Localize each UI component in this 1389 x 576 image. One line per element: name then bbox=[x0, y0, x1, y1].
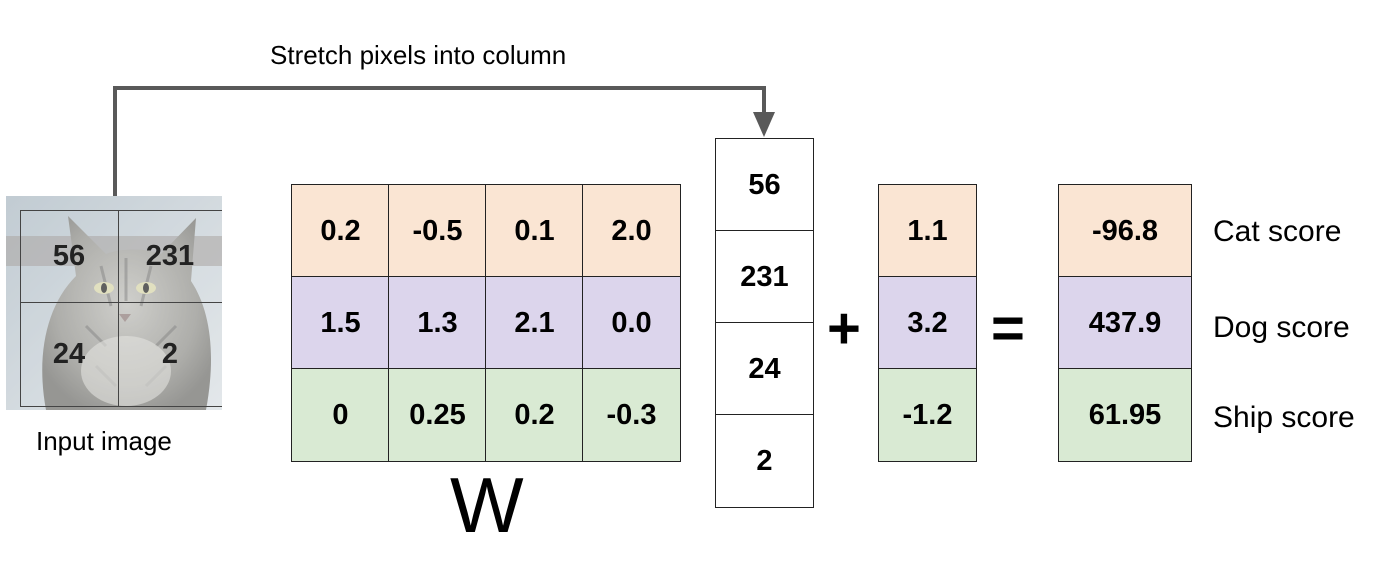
equals-sign: = bbox=[991, 296, 1025, 361]
score-cell: 437.9 bbox=[1058, 276, 1192, 370]
bias-cell: 1.1 bbox=[878, 184, 977, 278]
input-image: 56 231 24 2 bbox=[6, 196, 222, 410]
score-cell: -96.8 bbox=[1058, 184, 1192, 278]
weight-cell: 0 bbox=[291, 368, 390, 462]
pixel-value: 2 bbox=[117, 301, 222, 407]
pixel-grid: 56 231 24 2 bbox=[19, 209, 222, 407]
weight-cell: -0.3 bbox=[582, 368, 681, 462]
stretch-arrow-head bbox=[753, 112, 775, 137]
weight-cell: 0.0 bbox=[582, 276, 681, 370]
weight-cell: -0.5 bbox=[388, 184, 487, 278]
ship-score-label: Ship score bbox=[1213, 401, 1355, 434]
dog-score-label: Dog score bbox=[1213, 311, 1350, 344]
weight-cell: 1.5 bbox=[291, 276, 390, 370]
weight-cell: 0.2 bbox=[291, 184, 390, 278]
pixel-value: 231 bbox=[117, 209, 222, 303]
column-cell: 2 bbox=[715, 414, 814, 508]
pixel-value: 56 bbox=[19, 209, 119, 303]
weight-cell: 0.2 bbox=[485, 368, 584, 462]
cat-photo bbox=[6, 196, 222, 410]
weight-cell: 0.25 bbox=[388, 368, 487, 462]
pixel-value: 24 bbox=[19, 301, 119, 407]
bias-cell: 3.2 bbox=[878, 276, 977, 370]
weight-matrix-label: W bbox=[450, 461, 524, 549]
bias-cell: -1.2 bbox=[878, 368, 977, 462]
arrow-caption: Stretch pixels into column bbox=[270, 40, 567, 70]
stretch-arrow-line bbox=[113, 86, 766, 198]
image-wash bbox=[6, 196, 222, 410]
score-cell: 61.95 bbox=[1058, 368, 1192, 462]
weight-cell: 2.0 bbox=[582, 184, 681, 278]
weight-cell: 0.1 bbox=[485, 184, 584, 278]
column-cell: 24 bbox=[715, 322, 814, 416]
input-image-label: Input image bbox=[36, 426, 172, 456]
plus-sign: + bbox=[827, 296, 861, 361]
column-cell: 231 bbox=[715, 230, 814, 324]
cat-score-label: Cat score bbox=[1213, 215, 1342, 248]
weight-cell: 1.3 bbox=[388, 276, 487, 370]
column-cell: 56 bbox=[715, 138, 814, 232]
weight-cell: 2.1 bbox=[485, 276, 584, 370]
